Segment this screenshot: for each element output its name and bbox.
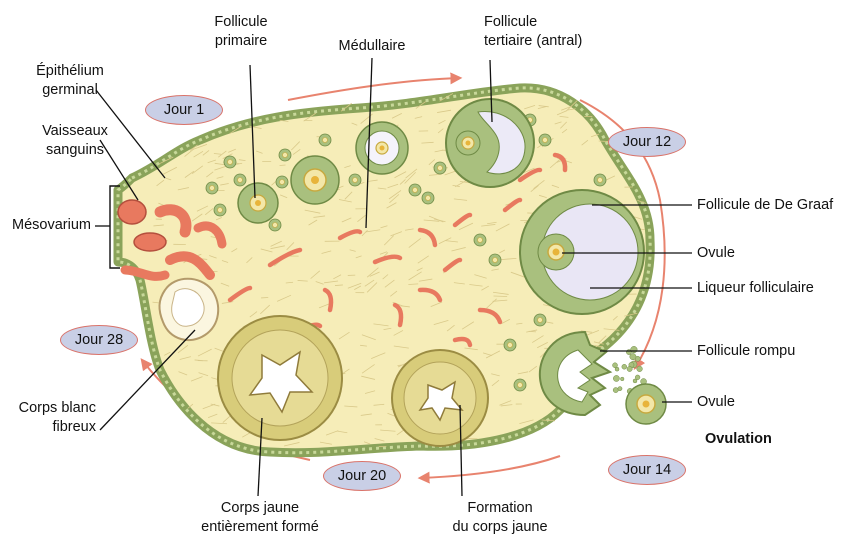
small-follicle (224, 156, 236, 168)
label-corpus-albicans-line2: fibreux (0, 418, 96, 437)
small-follicle (534, 314, 546, 326)
small-follicle (269, 219, 281, 231)
tertiary-follicle (446, 99, 534, 187)
label-tertiary-follicle-line1: Follicule (484, 13, 582, 32)
label-medulla: Médullaire (322, 37, 422, 56)
label-epithelium-line2: germinal (15, 81, 125, 100)
graafian-follicle (520, 190, 644, 314)
day-bubble-12: Jour 12 (608, 127, 686, 157)
secondary-follicle-1 (291, 156, 339, 204)
label-corpus-albicans-line1: Corps blanc (0, 399, 96, 418)
small-follicle (214, 204, 226, 216)
label-epithelium-line1: Épithélium (15, 62, 125, 81)
spray-cell (627, 366, 632, 371)
corpus-luteum-formed (218, 316, 342, 440)
day-bubble-1: Jour 1 (145, 95, 223, 125)
day-bubble-14: Jour 14 (608, 455, 686, 485)
cycle-arrow-bottom (420, 456, 560, 478)
small-follicle (594, 174, 606, 186)
label-corpus-luteum-formation-line1: Formation (430, 499, 570, 518)
label-vessels-line1: Vaisseaux (20, 122, 130, 141)
label-mesovarium: Mésovarium (12, 216, 91, 235)
small-follicle (539, 134, 551, 146)
label-primary-follicle-line2: primaire (186, 32, 296, 51)
small-follicle (504, 339, 516, 351)
label-corpus-luteum-formed-line1: Corps jaune (190, 499, 330, 518)
secondary-follicle-2 (356, 122, 408, 174)
label-ovule-2: Ovule (697, 393, 735, 412)
released-ovule (626, 384, 666, 424)
day-bubble-20: Jour 20 (323, 461, 401, 491)
small-follicle (514, 379, 526, 391)
spray-cell (613, 387, 618, 392)
spray-cell (618, 387, 622, 391)
corpus-luteum-forming (392, 350, 488, 446)
small-follicle (234, 174, 246, 186)
label-vessels: Vaisseaux sanguins (20, 122, 130, 160)
label-follicular-fluid: Liqueur folliculaire (697, 279, 814, 298)
small-follicle (319, 134, 331, 146)
label-graafian-follicle: Follicule de De Graaf (697, 196, 833, 215)
label-primary-follicle: Follicule primaire (186, 13, 296, 51)
spray-cell (630, 353, 636, 359)
day-bubble-28: Jour 28 (60, 325, 138, 355)
label-epithelium: Épithélium germinal (15, 62, 125, 100)
small-follicle (206, 182, 218, 194)
stroma-fiber (494, 296, 508, 297)
label-corpus-luteum-formation-line2: du corps jaune (430, 518, 570, 537)
spray-cell (622, 364, 627, 369)
small-follicle (276, 176, 288, 188)
spray-cell (633, 379, 637, 383)
spray-cell (637, 366, 643, 372)
small-follicle (434, 162, 446, 174)
label-ovulation: Ovulation (705, 430, 772, 449)
small-follicle (409, 184, 421, 196)
small-follicle (422, 192, 434, 204)
small-follicle (489, 254, 501, 266)
secondary-follicle-3 (238, 183, 278, 223)
small-follicle (349, 174, 361, 186)
spray-cell (620, 377, 624, 381)
label-corpus-luteum-formed: Corps jaune entièrement formé (190, 499, 330, 537)
label-tertiary-follicle-line2: tertiaire (antral) (484, 32, 582, 51)
small-follicle (279, 149, 291, 161)
label-primary-follicle-line1: Follicule (186, 13, 296, 32)
small-follicle (474, 234, 486, 246)
label-tertiary-follicle: Follicule tertiaire (antral) (484, 13, 582, 51)
spray-cell (613, 363, 618, 368)
label-corpus-luteum-formation: Formation du corps jaune (430, 499, 570, 537)
label-corpus-luteum-formed-line2: entièrement formé (190, 518, 330, 537)
spray-cell (613, 375, 619, 381)
label-vessels-line2: sanguins (20, 141, 130, 160)
label-corpus-albicans: Corps blanc fibreux (0, 399, 96, 437)
spray-cell (626, 350, 631, 355)
label-ruptured-follicle: Follicule rompu (697, 342, 795, 361)
label-ovule-1: Ovule (697, 244, 735, 263)
corpus-albicans (159, 279, 218, 340)
